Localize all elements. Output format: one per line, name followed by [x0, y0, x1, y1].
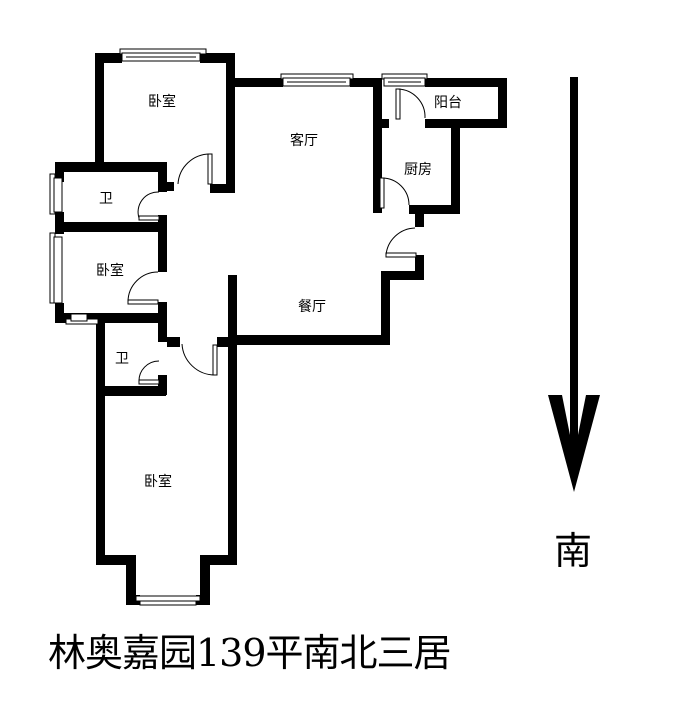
compass-arrow [548, 77, 600, 492]
doors [127, 88, 426, 385]
compass-south-label: 南 [554, 529, 593, 573]
room-bedroom-1: 卧室 [148, 94, 176, 110]
room-kitchen: 厨房 [404, 162, 432, 178]
room-bedroom-3: 卧室 [144, 474, 172, 490]
room-bathroom-1: 卫 [99, 191, 113, 207]
room-dining-room: 餐厅 [298, 299, 326, 315]
walls [55, 53, 507, 605]
room-living-room: 客厅 [290, 133, 318, 149]
windows [49, 48, 428, 606]
room-balcony: 阳台 [434, 95, 462, 111]
room-bathroom-2: 卫 [115, 351, 129, 367]
floor-plan-title: 林奥嘉园139平南北三居 [48, 631, 452, 675]
room-bedroom-2: 卧室 [96, 263, 124, 279]
